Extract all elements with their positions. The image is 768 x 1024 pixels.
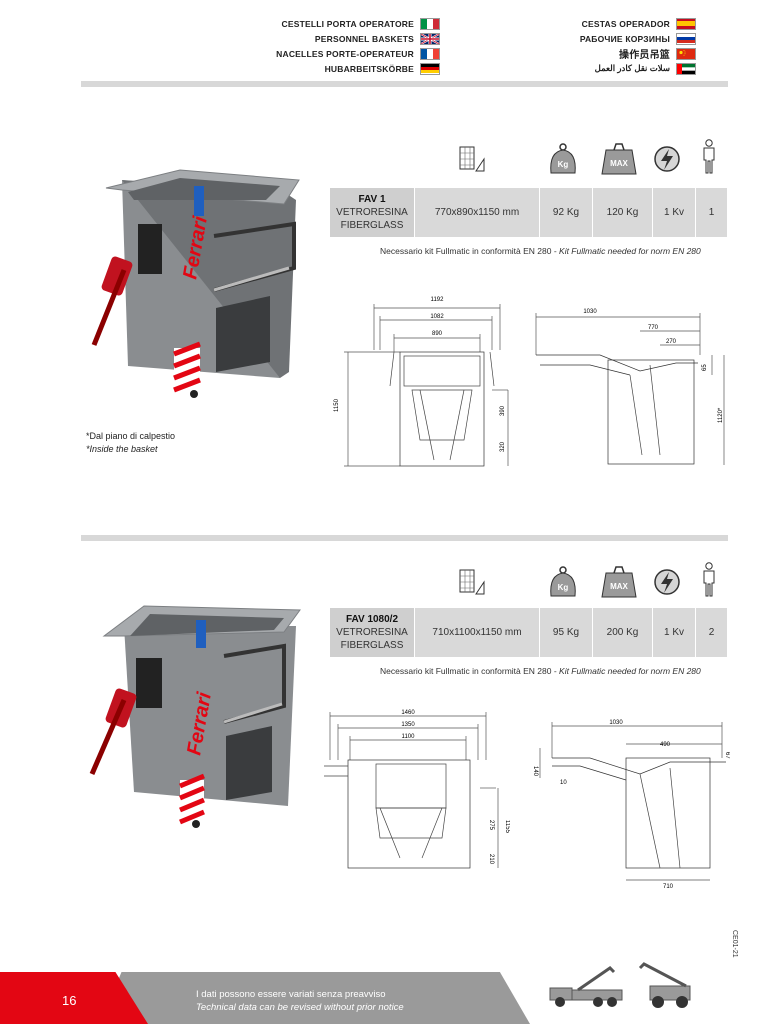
svg-text:320: 320	[500, 441, 506, 452]
voltage-value: 1 Kv	[652, 187, 696, 238]
technical-drawing-side-2: 1030 490 140 10 67 710	[532, 720, 730, 890]
lang-row-fr: NACELLES PORTE-OPERATEUR	[240, 46, 440, 61]
lang-row-it: CESTELLI PORTA OPERATORE	[240, 16, 440, 31]
lang-row-cn: 操作员吊篮	[520, 46, 696, 61]
footer-gray-band	[100, 972, 530, 1024]
persons-value: 2	[695, 607, 728, 658]
china-flag-icon	[676, 47, 696, 60]
dimensions-value: 710x1100x1150 mm	[414, 607, 540, 658]
france-flag-icon	[420, 47, 440, 60]
svg-text:270: 270	[666, 339, 677, 345]
weight-value: 92 Kg	[539, 187, 593, 238]
telehandler-icon	[638, 962, 691, 1008]
svg-text:1350: 1350	[401, 722, 415, 728]
footnote-caption: *Dal piano di calpestio *Inside the bask…	[86, 431, 176, 454]
persons-value: 1	[695, 187, 728, 238]
max-load-value: 120 Kg	[592, 187, 653, 238]
basket-fav1080-2-photo: Ferrari	[89, 605, 301, 828]
svg-text:65: 65	[702, 364, 708, 371]
svg-text:1030: 1030	[583, 309, 597, 315]
spec-table-fav1: FAV 1 VETRORESINA FIBERGLASS 770x890x115…	[329, 187, 728, 238]
fullmatic-note-1: Necessario kit Fullmatic in conformità E…	[380, 246, 701, 256]
uk-flag-icon	[420, 32, 440, 45]
document-code: CE01-21	[731, 930, 738, 958]
svg-text:710: 710	[663, 884, 674, 890]
svg-text:275: 275	[488, 820, 494, 831]
dimensions-icon	[459, 569, 485, 595]
svg-text:1150: 1150	[334, 398, 340, 412]
max-load-icon: MAX	[601, 566, 637, 598]
lang-row-en: PERSONNEL BASKETS	[240, 31, 440, 46]
weight-icon: Kg	[550, 566, 576, 597]
voltage-icon	[654, 146, 680, 172]
page-number: 16	[62, 993, 77, 1008]
lang-row-de: HUBARBEITSKÖRBE	[240, 61, 440, 76]
svg-text:Kg: Kg	[558, 583, 569, 592]
svg-text:1192: 1192	[431, 297, 445, 303]
russia-flag-icon	[676, 32, 696, 45]
section-divider	[81, 535, 728, 541]
svg-text:770: 770	[648, 325, 659, 331]
voltage-value: 1 Kv	[652, 607, 696, 658]
material-it: VETRORESINA	[336, 207, 408, 218]
model-name: FAV 1080/2	[345, 614, 399, 625]
svg-text:890: 890	[432, 331, 443, 337]
svg-text:1082: 1082	[430, 314, 444, 320]
germany-flag-icon	[420, 62, 440, 75]
svg-text:67: 67	[724, 752, 730, 759]
svg-text:210: 210	[488, 854, 494, 865]
lang-row-es: CESTAS OPERADOR	[520, 16, 696, 31]
material-en: FIBERGLASS	[340, 220, 404, 231]
language-list-left: CESTELLI PORTA OPERATORE PERSONNEL BASKE…	[240, 16, 440, 76]
svg-text:490: 490	[660, 742, 671, 748]
model-name: FAV 1	[358, 194, 386, 205]
person-icon	[703, 562, 715, 597]
svg-text:MAX: MAX	[610, 159, 628, 168]
material-it: VETRORESINA	[336, 627, 408, 638]
fullmatic-note-2: Necessario kit Fullmatic in conformità E…	[380, 666, 701, 676]
max-load-value: 200 Kg	[592, 607, 653, 658]
svg-text:140: 140	[532, 766, 538, 777]
truck-crane-icon	[549, 966, 623, 1007]
model-cell: FAV 1 VETRORESINA FIBERGLASS	[329, 187, 415, 238]
language-list-right: CESTAS OPERADOR РАБОЧИЕ КОРЗИНЫ 操作员吊篮 سل…	[520, 16, 696, 76]
technical-drawing-side-1: 1030 770 270 65 1120*	[535, 309, 725, 465]
svg-text:Kg: Kg	[558, 160, 569, 169]
lang-row-ru: РАБОЧИЕ КОРЗИНЫ	[520, 31, 696, 46]
svg-text:1100: 1100	[402, 734, 416, 740]
svg-text:1120*: 1120*	[718, 407, 724, 423]
weight-value: 95 Kg	[539, 607, 593, 658]
uae-flag-icon	[676, 62, 696, 75]
italy-flag-icon	[420, 17, 440, 30]
svg-text:1155: 1155	[504, 820, 510, 834]
model-cell: FAV 1080/2 VETRORESINA FIBERGLASS	[329, 607, 415, 658]
person-icon	[703, 139, 715, 174]
spec-table-fav1080-2: FAV 1080/2 VETRORESINA FIBERGLASS 710x11…	[329, 607, 728, 658]
dimensions-icon	[459, 146, 485, 172]
lang-row-ar: سلات نقل كادر العمل	[520, 61, 696, 76]
dimensions-value: 770x890x1150 mm	[414, 187, 540, 238]
header-divider	[81, 81, 728, 87]
technical-drawing-front-2: 1460 1350 1100 1155 275 210	[324, 710, 510, 869]
weight-icon: Kg	[550, 143, 576, 174]
footer-disclaimer: I dati possono essere variati senza prea…	[196, 989, 404, 1013]
svg-text:10: 10	[560, 780, 567, 786]
material-en: FIBERGLASS	[340, 640, 404, 651]
max-load-icon: MAX	[601, 143, 637, 175]
svg-text:1030: 1030	[609, 720, 623, 726]
spain-flag-icon	[676, 17, 696, 30]
svg-text:390: 390	[500, 405, 506, 416]
technical-drawing-front-1: 1192 1082 890 1150 390 320	[334, 297, 509, 467]
basket-fav1-photo: Ferrari	[91, 169, 300, 398]
svg-text:MAX: MAX	[610, 582, 628, 591]
voltage-icon	[654, 569, 680, 595]
svg-text:1460: 1460	[401, 710, 415, 716]
